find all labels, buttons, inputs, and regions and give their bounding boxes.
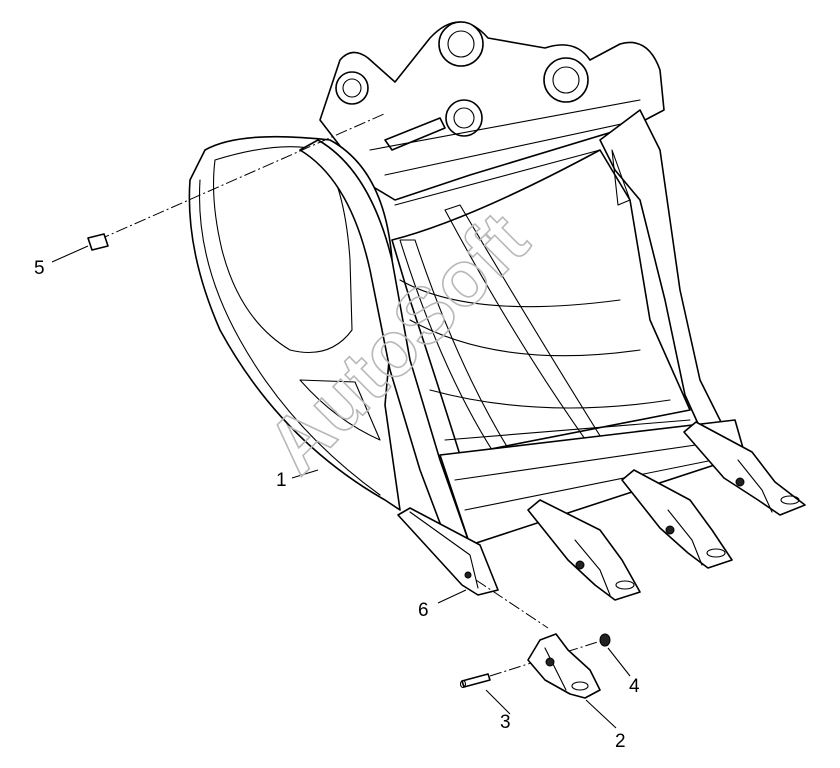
centerline-side-cutter (97, 113, 385, 241)
tooth-on-bucket-3 (621, 469, 733, 569)
tooth-on-bucket-2 (527, 499, 641, 601)
part-2-tooth (527, 633, 601, 699)
callout-4: 4 (629, 676, 640, 697)
part-4-retainer (599, 633, 611, 647)
leader-4 (607, 647, 631, 677)
leader-3 (485, 689, 511, 715)
callout-5: 5 (34, 258, 45, 279)
callout-3: 3 (500, 712, 511, 733)
part-3-pin (459, 673, 491, 689)
tooth-on-bucket-1 (397, 507, 499, 596)
bucket-body (188, 21, 746, 556)
leader-6 (437, 589, 467, 604)
callout-6: 6 (418, 600, 429, 621)
callout-2: 2 (615, 731, 626, 752)
part-5-keeper (87, 233, 109, 251)
leader-2 (585, 699, 617, 729)
leader-5 (51, 245, 89, 263)
callout-1: 1 (276, 470, 287, 491)
leader-1 (291, 469, 319, 479)
centerline-tooth (475, 579, 549, 629)
tooth-on-bucket-4 (683, 421, 806, 516)
